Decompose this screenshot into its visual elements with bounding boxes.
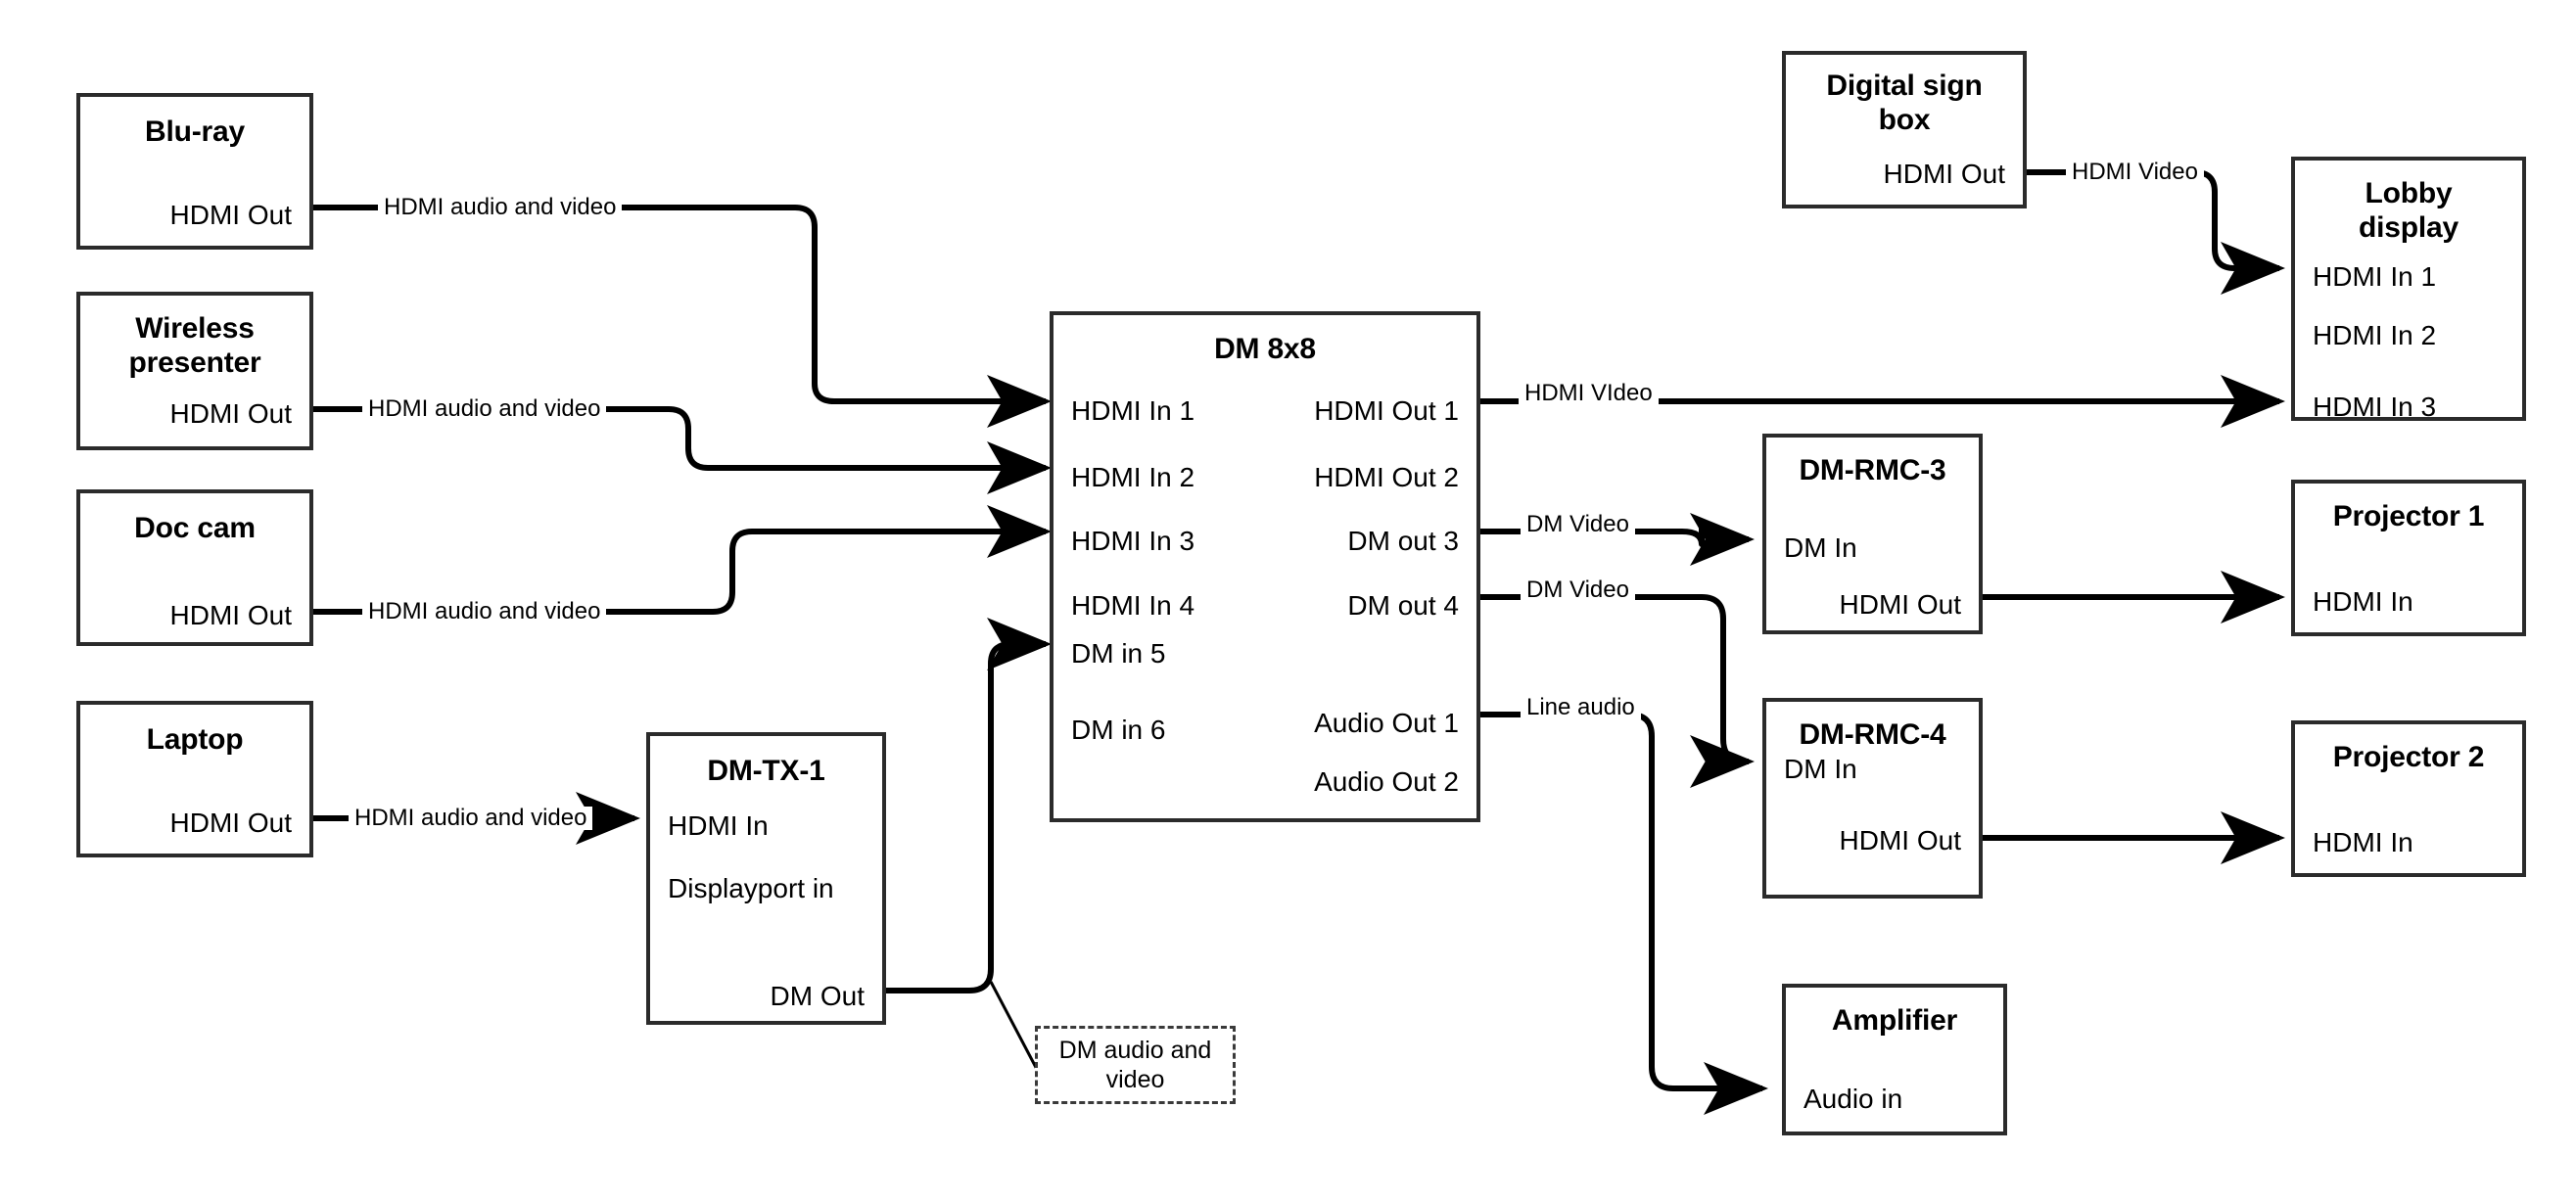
node-dm-tx-1-port-dm-out[interactable]: DM Out	[770, 981, 865, 1011]
node-doc-cam-title: Doc cam	[134, 512, 256, 544]
edge-label-doccam-to-dm-in3: HDMI audio and video	[362, 600, 607, 624]
wire-dmtx1-to-dm-in5	[886, 618, 1052, 993]
node-bluray[interactable]: Blu-ray HDMI Out	[76, 93, 313, 250]
node-wireless-presenter[interactable]: Wireless presenter HDMI Out	[76, 292, 313, 450]
node-lobby-display-input-hdmi-in-2[interactable]: HDMI In 2	[2313, 320, 2437, 350]
node-dm-rmc-3[interactable]: DM-RMC-3 DM In HDMI Out	[1762, 434, 1983, 634]
node-dm-8x8-input-hdmi-in-2[interactable]: HDMI In 2	[1071, 462, 1195, 492]
node-digital-sign-box-title: Digital sign box	[1826, 69, 1983, 137]
edge-label-laptop-to-dmtx1: HDMI audio and video	[349, 807, 593, 830]
node-dm-8x8-input-dm-in-5[interactable]: DM in 5	[1071, 638, 1166, 669]
node-doc-cam[interactable]: Doc cam HDMI Out	[76, 489, 313, 646]
wire-sign-to-lobby-in1	[2027, 169, 2285, 295]
edge-label-wireless-to-dm-in2: HDMI audio and video	[362, 397, 607, 421]
node-projector-1-port-hdmi-in[interactable]: HDMI In	[2313, 586, 2413, 617]
node-dm-tx-1-port-displayport-in[interactable]: Displayport in	[668, 873, 834, 903]
node-wireless-presenter-title: Wireless presenter	[128, 312, 261, 380]
node-laptop[interactable]: Laptop HDMI Out	[76, 701, 313, 857]
node-dm-rmc-4[interactable]: DM-RMC-4 DM In HDMI Out	[1762, 698, 1983, 899]
edge-label-dmout3-to-rmc3: DM Video	[1521, 513, 1635, 536]
callout-dm-audio-and-video: DM audio and video	[1035, 1026, 1236, 1104]
node-dm-8x8-output-audio-out-2[interactable]: Audio Out 2	[1314, 766, 1459, 797]
node-dm-8x8-output-dm-out-3[interactable]: DM out 3	[1347, 526, 1459, 556]
node-bluray-port-hdmi-out[interactable]: HDMI Out	[169, 200, 292, 230]
node-dm-rmc-3-port-dm-in[interactable]: DM In	[1784, 532, 1857, 563]
node-dm-8x8-input-hdmi-in-1[interactable]: HDMI In 1	[1071, 395, 1195, 426]
node-digital-sign-box-port-hdmi-out[interactable]: HDMI Out	[1883, 159, 2005, 189]
node-bluray-title: Blu-ray	[145, 115, 245, 148]
node-digital-sign-box[interactable]: Digital sign box HDMI Out	[1782, 51, 2027, 208]
wire-dm-out4-to-rmc4	[1480, 594, 1755, 788]
node-dm-8x8-output-audio-out-1[interactable]: Audio Out 1	[1314, 708, 1459, 738]
node-amplifier-title: Amplifier	[1831, 1004, 1958, 1037]
edge-label-audioout1-to-amplifier: Line audio	[1521, 696, 1641, 719]
node-dm-rmc-4-port-hdmi-out[interactable]: HDMI Out	[1839, 825, 1961, 855]
node-dm-8x8-input-hdmi-in-4[interactable]: HDMI In 4	[1071, 590, 1195, 621]
node-lobby-display-input-hdmi-in-3[interactable]: HDMI In 3	[2313, 392, 2437, 422]
node-projector-2[interactable]: Projector 2 HDMI In	[2291, 720, 2526, 877]
node-dm-rmc-4-title: DM-RMC-4	[1799, 718, 1946, 751]
node-dm-tx-1[interactable]: DM-TX-1 HDMI In Displayport in DM Out	[646, 732, 886, 1025]
node-lobby-display-input-hdmi-in-1[interactable]: HDMI In 1	[2313, 261, 2437, 292]
node-dm-8x8-input-hdmi-in-3[interactable]: HDMI In 3	[1071, 526, 1195, 556]
node-lobby-display-title: Lobby display	[2359, 177, 2459, 245]
edge-label-hdmiout1-to-lobby-in3: HDMI VIdeo	[1519, 382, 1659, 405]
node-lobby-display[interactable]: Lobby display HDMI In 1 HDMI In 2 HDMI I…	[2291, 157, 2526, 421]
node-dm-tx-1-title: DM-TX-1	[707, 755, 825, 787]
node-laptop-title: Laptop	[146, 723, 244, 756]
node-dm-8x8-output-hdmi-out-1[interactable]: HDMI Out 1	[1314, 395, 1459, 426]
node-dm-8x8-output-dm-out-4[interactable]: DM out 4	[1347, 590, 1459, 621]
node-doc-cam-port-hdmi-out[interactable]: HDMI Out	[169, 600, 292, 630]
node-laptop-port-hdmi-out[interactable]: HDMI Out	[169, 808, 292, 838]
node-amplifier-port-audio-in[interactable]: Audio in	[1803, 1084, 1903, 1114]
node-dm-rmc-3-title: DM-RMC-3	[1799, 454, 1946, 486]
node-projector-1[interactable]: Projector 1 HDMI In	[2291, 480, 2526, 636]
node-dm-8x8-input-dm-in-6[interactable]: DM in 6	[1071, 715, 1166, 745]
node-projector-2-port-hdmi-in[interactable]: HDMI In	[2313, 827, 2413, 857]
edge-label-dmout4-to-rmc4: DM Video	[1521, 578, 1635, 602]
node-dm-tx-1-port-hdmi-in[interactable]: HDMI In	[668, 810, 769, 841]
node-wireless-presenter-port-hdmi-out[interactable]: HDMI Out	[169, 398, 292, 429]
node-dm-rmc-4-port-dm-in[interactable]: DM In	[1784, 754, 1857, 784]
node-dm-rmc-3-port-hdmi-out[interactable]: HDMI Out	[1839, 589, 1961, 620]
node-dm-8x8-output-hdmi-out-2[interactable]: HDMI Out 2	[1314, 462, 1459, 492]
edge-label-sign-to-lobby: HDMI Video	[2066, 161, 2204, 184]
edge-label-bluray-to-dm-in1: HDMI audio and video	[378, 196, 623, 219]
node-dm-8x8-title: DM 8x8	[1214, 333, 1316, 365]
node-projector-1-title: Projector 1	[2332, 500, 2485, 532]
wire-audioout1-to-amplifier	[1480, 712, 1768, 1115]
wire-bluray-to-dm-in1	[313, 205, 1052, 428]
node-amplifier[interactable]: Amplifier Audio in	[1782, 984, 2007, 1135]
wire-callout-leader	[989, 981, 1043, 1078]
node-dm-8x8[interactable]: DM 8x8 HDMI In 1 HDMI In 2 HDMI In 3 HDM…	[1050, 311, 1480, 822]
node-projector-2-title: Projector 2	[2332, 741, 2485, 773]
